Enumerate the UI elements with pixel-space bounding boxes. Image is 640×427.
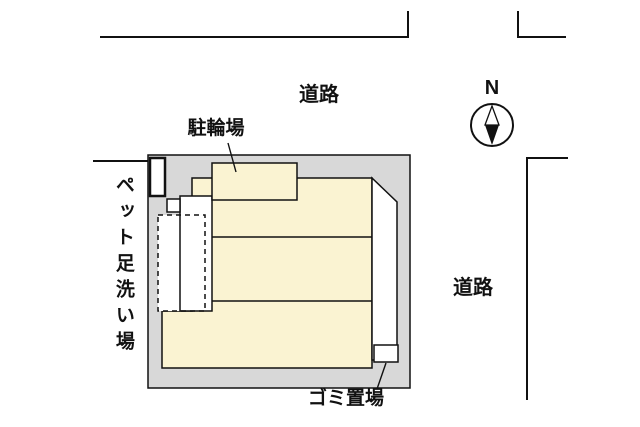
garbage-leader-line	[376, 362, 387, 390]
building-right-wing	[371, 176, 398, 361]
bike-leader-line	[227, 142, 237, 173]
compass-circle	[470, 103, 514, 147]
garbage-box	[373, 344, 399, 363]
pet-wash-label: ペット足洗い場	[112, 175, 134, 357]
garbage-label: ゴミ置場	[307, 388, 384, 409]
compass-needle-south	[485, 125, 499, 145]
road-edge-top	[100, 11, 409, 38]
road-label-top: 道路	[299, 84, 339, 106]
road-label-right: 道路	[453, 277, 493, 299]
compass-needle-north	[484, 104, 500, 126]
road-edge-right	[526, 157, 568, 400]
building-corridor	[179, 195, 213, 312]
pet-wash-marker	[166, 198, 181, 213]
road-edge-top-right	[517, 11, 566, 38]
bike-parking-label: 駐輪場	[187, 118, 245, 139]
pet-wash-area	[157, 214, 206, 312]
bike-parking-area	[211, 162, 298, 201]
entrance-marker	[148, 156, 167, 198]
compass-north-label: N	[484, 77, 500, 99]
